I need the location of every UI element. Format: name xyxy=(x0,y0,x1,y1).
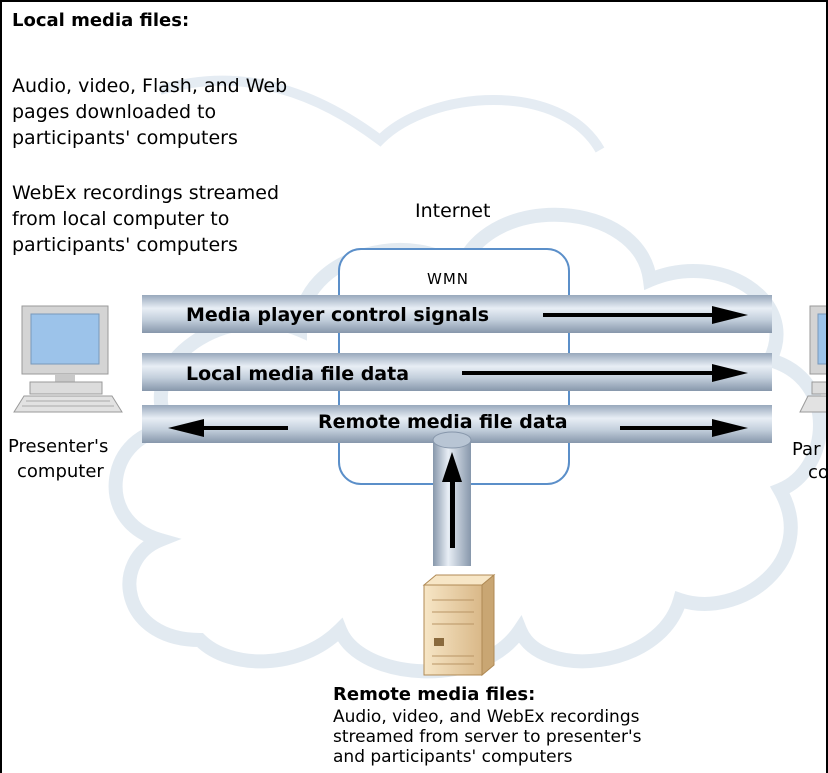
local-media-line: pages downloaded to xyxy=(12,101,217,123)
participant-label-line2: co xyxy=(808,462,828,483)
arrow-up-vertical xyxy=(442,452,462,548)
participant-label-line1: Par xyxy=(792,439,821,460)
remote-media-line: Audio, video, and WebEx recordings xyxy=(333,707,640,727)
pipe-label-remote-media: Remote media file data xyxy=(318,411,568,433)
arrow-local-right xyxy=(462,364,748,382)
local-media-line: Audio, video, Flash, and Web xyxy=(12,75,288,97)
server-icon xyxy=(422,573,496,677)
remote-media-line: streamed from server to presenter's xyxy=(333,727,642,747)
pipe-label-local-media: Local media file data xyxy=(186,363,410,385)
arrow-remote-left xyxy=(168,419,288,437)
frame-top xyxy=(0,0,828,2)
remote-media-line: and participants' computers xyxy=(333,747,573,767)
wmn-label: WMN xyxy=(427,270,469,288)
presenter-label-line1: Presenter's xyxy=(8,436,109,457)
frame-right xyxy=(826,0,828,773)
local-media-heading: Local media files: xyxy=(12,10,190,31)
arrow-remote-right xyxy=(620,419,748,437)
frame-left xyxy=(0,0,2,773)
local-media-line: participants' computers xyxy=(12,127,238,149)
arrow-control-right xyxy=(543,306,748,324)
presenter-label-line2: computer xyxy=(17,461,104,482)
remote-media-heading: Remote media files: xyxy=(333,684,536,705)
participant-computer-icon xyxy=(799,305,828,413)
local-media-line: participants' computers xyxy=(12,234,238,256)
pipe-label-control-signals: Media player control signals xyxy=(186,304,490,326)
local-media-line: WebEx recordings streamed xyxy=(12,182,280,204)
presenter-computer-icon xyxy=(13,305,123,413)
local-media-line: from local computer to xyxy=(12,208,230,230)
cloud-top-edge xyxy=(158,75,605,153)
internet-label: Internet xyxy=(415,200,491,222)
